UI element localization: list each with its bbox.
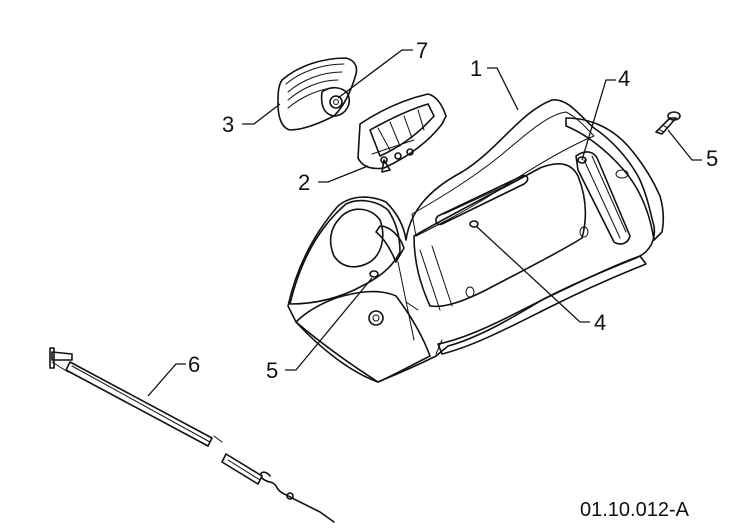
- callout-2: 2: [298, 170, 310, 195]
- hood-housing: [287, 99, 656, 383]
- callout-6: 6: [188, 352, 200, 377]
- callout-5-left: 5: [266, 358, 278, 383]
- callout-7: 7: [416, 38, 428, 63]
- callout-4-top: 4: [618, 66, 630, 91]
- callout-5-right: 5: [706, 146, 718, 171]
- figure-reference: 01.10.012-A: [580, 499, 690, 521]
- headlamp: [277, 57, 358, 131]
- callout-4-center: 4: [594, 310, 606, 335]
- left-pod: [289, 199, 431, 383]
- throttle-cable: [49, 347, 335, 523]
- callout-1: 1: [470, 56, 482, 81]
- leader-lines: [147, 49, 702, 397]
- lamp-bezel: [357, 93, 447, 173]
- callout-3: 3: [222, 112, 234, 137]
- bolt-part: [655, 111, 681, 135]
